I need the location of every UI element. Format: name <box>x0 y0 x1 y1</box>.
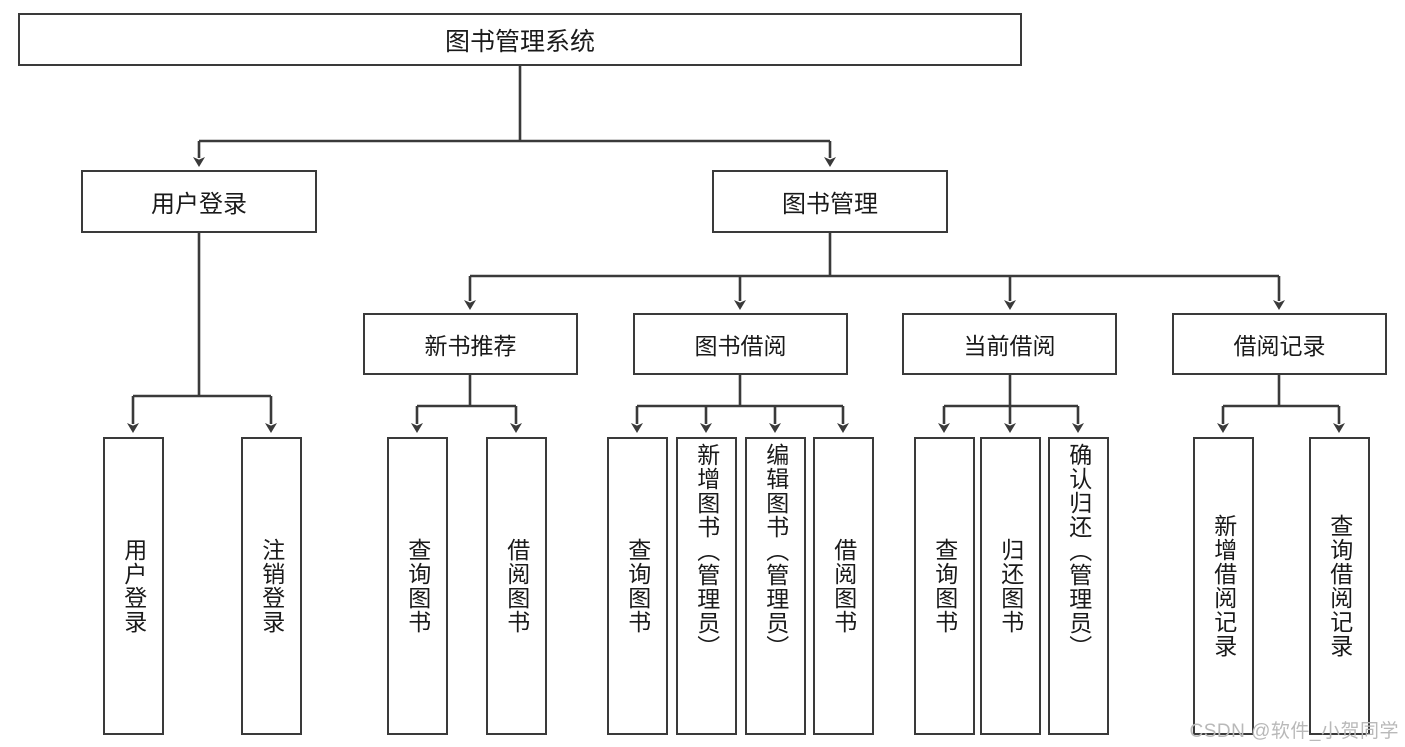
node-root-book-management-system[interactable]: 图书管理系统 <box>18 13 1022 66</box>
node-label: 借阅图书 <box>830 538 857 634</box>
node-label: 注销登录 <box>258 538 285 634</box>
node-user-login[interactable]: 用户登录 <box>81 170 317 233</box>
leaf-add-borrow-record[interactable]: 新增借阅记录 <box>1193 437 1254 735</box>
node-label: 借阅图书 <box>503 538 530 634</box>
node-label: 图书管理 <box>782 191 878 218</box>
leaf-query-book-current[interactable]: 查询图书 <box>914 437 975 735</box>
node-label: 图书管理系统 <box>444 27 595 56</box>
node-label: 查询图书 <box>931 538 958 634</box>
leaf-query-book-borrow[interactable]: 查询图书 <box>607 437 668 735</box>
node-label: 新增图书（管理员） <box>693 443 720 659</box>
leaf-edit-book-admin[interactable]: 编辑图书（管理员） <box>745 437 806 735</box>
node-borrow-record[interactable]: 借阅记录 <box>1172 313 1387 375</box>
node-book-management[interactable]: 图书管理 <box>712 170 948 233</box>
node-label: 当前借阅 <box>963 333 1056 359</box>
node-label: 用户登录 <box>120 538 147 634</box>
node-label: 新书推荐 <box>424 333 517 359</box>
leaf-logout-login[interactable]: 注销登录 <box>241 437 302 735</box>
node-label: 借阅记录 <box>1233 333 1326 359</box>
leaf-return-book[interactable]: 归还图书 <box>980 437 1041 735</box>
node-label: 图书借阅 <box>694 333 787 359</box>
node-current-borrow[interactable]: 当前借阅 <box>902 313 1117 375</box>
leaf-add-book-admin[interactable]: 新增图书（管理员） <box>676 437 737 735</box>
node-label: 查询借阅记录 <box>1326 514 1353 658</box>
leaf-confirm-return-admin[interactable]: 确认归还（管理员） <box>1048 437 1109 735</box>
node-label: 归还图书 <box>997 538 1024 634</box>
watermark-text: CSDN @软件_小贺同学 <box>1189 721 1399 742</box>
node-label: 新增借阅记录 <box>1210 514 1237 658</box>
node-label: 用户登录 <box>151 191 247 218</box>
node-label: 确认归还（管理员） <box>1065 443 1092 659</box>
node-book-borrow[interactable]: 图书借阅 <box>633 313 848 375</box>
leaf-user-login[interactable]: 用户登录 <box>103 437 164 735</box>
leaf-query-book-recommend[interactable]: 查询图书 <box>387 437 448 735</box>
node-label: 编辑图书（管理员） <box>762 443 789 659</box>
node-label: 查询图书 <box>404 538 431 634</box>
node-label: 查询图书 <box>624 538 651 634</box>
node-new-book-recommend[interactable]: 新书推荐 <box>363 313 578 375</box>
leaf-borrow-book[interactable]: 借阅图书 <box>813 437 874 735</box>
leaf-query-borrow-record[interactable]: 查询借阅记录 <box>1309 437 1370 735</box>
leaf-borrow-book-recommend[interactable]: 借阅图书 <box>486 437 547 735</box>
